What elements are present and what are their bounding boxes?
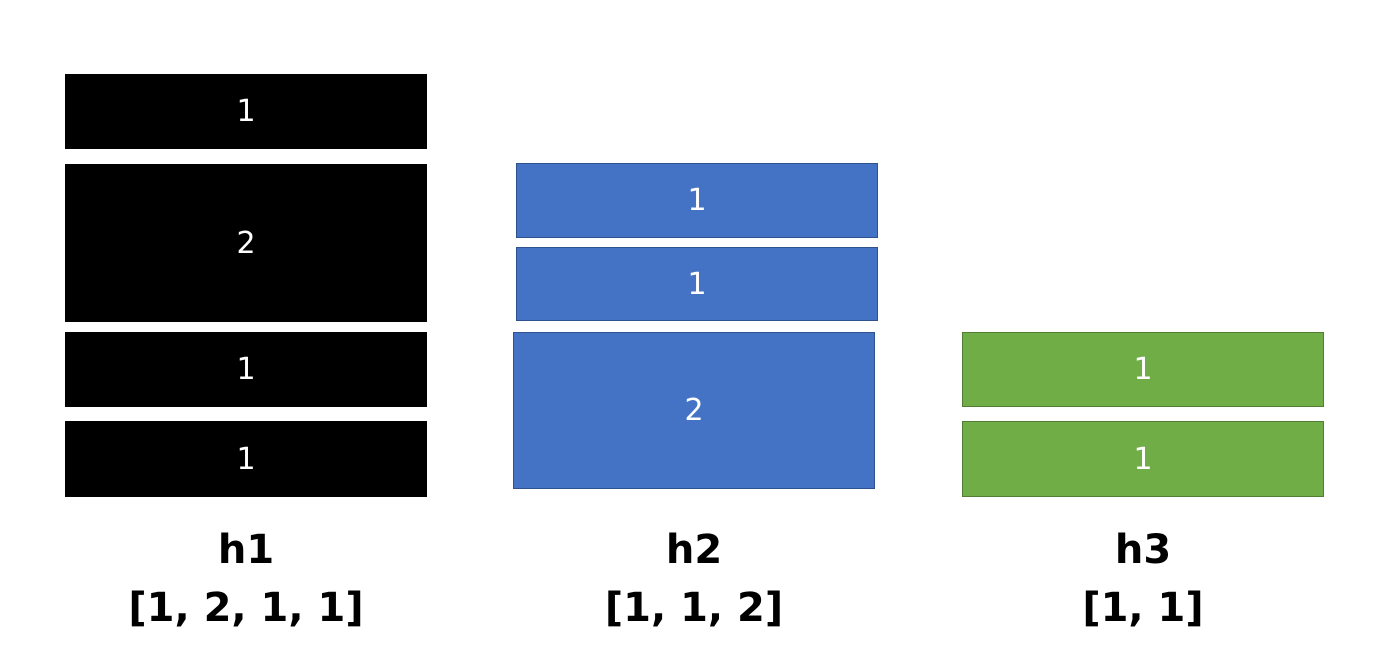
h1-cylinder-2: 2 (65, 164, 427, 322)
stack-h2-name: h2 (665, 527, 723, 573)
stack-h1-name: h1 (217, 527, 275, 573)
h2-cylinder-1-label: 1 (687, 183, 707, 218)
stack-h3-array: [1, 1] (1082, 585, 1204, 631)
h2-cylinder-3: 2 (513, 332, 875, 489)
h2-cylinder-1: 1 (516, 163, 878, 238)
h1-cylinder-1: 1 (65, 74, 427, 149)
h2-cylinder-2: 1 (516, 247, 878, 321)
h1-cylinder-1-label: 1 (236, 94, 256, 129)
h1-cylinder-3-label: 1 (236, 352, 256, 387)
h2-cylinder-3-label: 2 (684, 393, 704, 428)
stack-h2-array: [1, 1, 2] (604, 585, 784, 631)
h1-cylinder-2-label: 2 (236, 225, 256, 261)
stack-h3-name: h3 (1114, 527, 1172, 573)
h1-cylinder-4-label: 1 (236, 441, 256, 477)
h3-cylinder-1-label: 1 (1133, 352, 1153, 387)
h1-cylinder-3: 1 (65, 332, 427, 407)
stack-h1-array: [1, 2, 1, 1] (128, 585, 364, 631)
h1-cylinder-4: 1 (65, 421, 427, 497)
h3-cylinder-2: 1 (962, 421, 1324, 497)
h3-cylinder-2-label: 1 (1133, 441, 1153, 477)
h3-cylinder-1: 1 (962, 332, 1324, 407)
h2-cylinder-2-label: 1 (687, 266, 707, 302)
